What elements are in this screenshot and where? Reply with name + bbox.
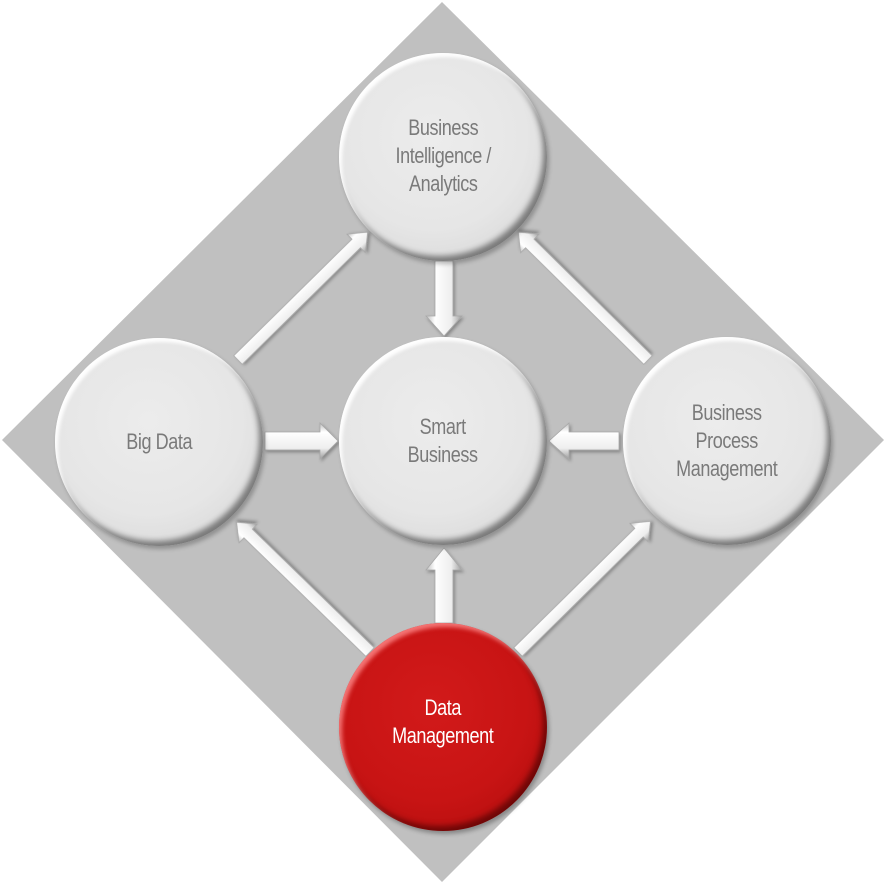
node-business-intelligence-label: Business Intelligence / Analytics — [395, 115, 491, 196]
node-smart-business[interactable]: Smart Business — [339, 337, 547, 545]
node-data-management-label: Data Management — [392, 695, 494, 748]
arrow-dm-to-smart — [425, 547, 463, 624]
arrow-bigdata-to-bi — [233, 231, 369, 365]
node-big-data-label: Big Data — [126, 429, 192, 454]
node-big-data[interactable]: Big Data — [55, 338, 263, 546]
arrow-bigdata-to-smart — [264, 422, 339, 460]
arrow-bi-to-smart — [425, 260, 463, 337]
arrow-dm-to-bigdata — [236, 521, 375, 657]
node-smart-business-label: Smart Business — [408, 414, 478, 467]
node-business-intelligence[interactable]: Business Intelligence / Analytics — [339, 53, 547, 261]
arrow-bpm-to-smart — [548, 422, 620, 460]
arrow-dm-to-bpm — [513, 520, 651, 657]
node-business-process-management-label: Business Process Management — [676, 400, 778, 481]
arrow-bpm-to-bi — [517, 231, 653, 365]
node-business-process-management[interactable]: Business Process Management — [623, 337, 831, 545]
node-data-management[interactable]: Data Management — [339, 623, 547, 831]
